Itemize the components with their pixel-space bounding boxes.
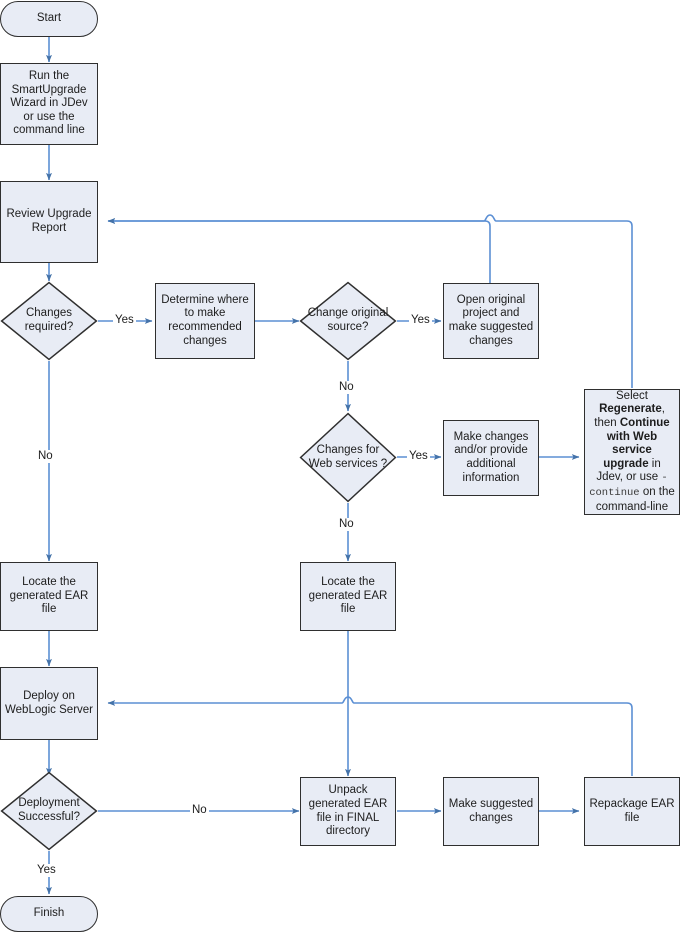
diamond-shape: [0, 281, 98, 361]
node-make-suggested-changes[interactable]: Make suggested changes: [443, 777, 539, 846]
node-start-label: Start: [36, 12, 62, 25]
node-run-wizard[interactable]: Run the SmartUpgrade Wizard in JDev or u…: [0, 63, 98, 145]
node-determine-where-label: Determine where to make recommended chan…: [161, 293, 249, 347]
node-repackage-ear[interactable]: Repackage EAR file: [584, 777, 680, 846]
node-finish-label: Finish: [33, 907, 65, 920]
node-locate-ear-left-label: Locate the generated EAR file: [9, 576, 89, 616]
node-unpack-ear-label: Unpack generated EAR file in FINAL direc…: [308, 784, 388, 838]
node-open-original-project-label: Open original project and make suggested…: [448, 293, 534, 347]
node-change-original-source-label: Change original source?: [307, 307, 389, 333]
node-change-original-source[interactable]: Change original source?: [299, 281, 397, 361]
node-locate-ear-left[interactable]: Locate the generated EAR file: [0, 562, 98, 631]
node-start[interactable]: Start: [0, 1, 98, 37]
node-deploy-weblogic-label: Deploy on WebLogic Server: [5, 689, 93, 716]
edge-label-changes-required-no: No: [36, 450, 55, 463]
node-run-wizard-label: Run the SmartUpgrade Wizard in JDev or u…: [10, 70, 88, 137]
edge-label-web-services-no: No: [337, 518, 356, 531]
edge-repackage-to-deploy: [107, 696, 633, 776]
edge-label-deployment-no: No: [190, 804, 209, 817]
node-changes-required[interactable]: Changes required?: [0, 281, 98, 361]
node-review-report[interactable]: Review Upgrade Report: [0, 181, 98, 263]
node-repackage-ear-label: Repackage EAR file: [589, 797, 675, 824]
edge-label-deployment-yes: Yes: [35, 864, 58, 877]
node-changes-web-services[interactable]: Changes for Web services ?: [299, 412, 397, 503]
node-deploy-weblogic[interactable]: Deploy on WebLogic Server: [0, 667, 98, 740]
node-determine-where[interactable]: Determine where to make recommended chan…: [155, 283, 255, 359]
node-make-changes-provide[interactable]: Make changes and/or provide additional i…: [443, 420, 539, 496]
node-locate-ear-mid[interactable]: Locate the generated EAR file: [300, 562, 396, 631]
edge-label-change-source-no: No: [337, 381, 356, 394]
node-review-report-label: Review Upgrade Report: [6, 208, 92, 234]
edge-open-original-to-run-wizard: [107, 218, 491, 283]
node-make-suggested-changes-label: Make suggested changes: [448, 797, 534, 824]
diamond-shape: [0, 771, 98, 851]
edge-label-web-services-yes: Yes: [407, 450, 430, 463]
node-finish[interactable]: Finish: [0, 896, 98, 932]
node-changes-web-services-label: Changes for Web services ?: [308, 443, 388, 470]
node-locate-ear-mid-label: Locate the generated EAR file: [308, 576, 388, 616]
node-open-original-project[interactable]: Open original project and make suggested…: [443, 283, 539, 359]
node-select-regenerate-label: Select Regenerate, then Continue with We…: [589, 389, 675, 513]
node-make-changes-provide-label: Make changes and/or provide additional i…: [453, 430, 529, 484]
node-select-regenerate[interactable]: Select Regenerate, then Continue with We…: [584, 389, 680, 515]
node-deployment-successful[interactable]: Deployment Successful?: [0, 771, 98, 851]
edge-label-changes-required-yes: Yes: [113, 314, 136, 327]
node-deployment-successful-label: Deployment Successful?: [17, 797, 80, 823]
node-changes-required-label: Changes required?: [24, 307, 74, 333]
diamond-shape: [299, 412, 397, 503]
node-unpack-ear[interactable]: Unpack generated EAR file in FINAL direc…: [300, 777, 396, 846]
edge-label-change-source-yes: Yes: [409, 314, 432, 327]
